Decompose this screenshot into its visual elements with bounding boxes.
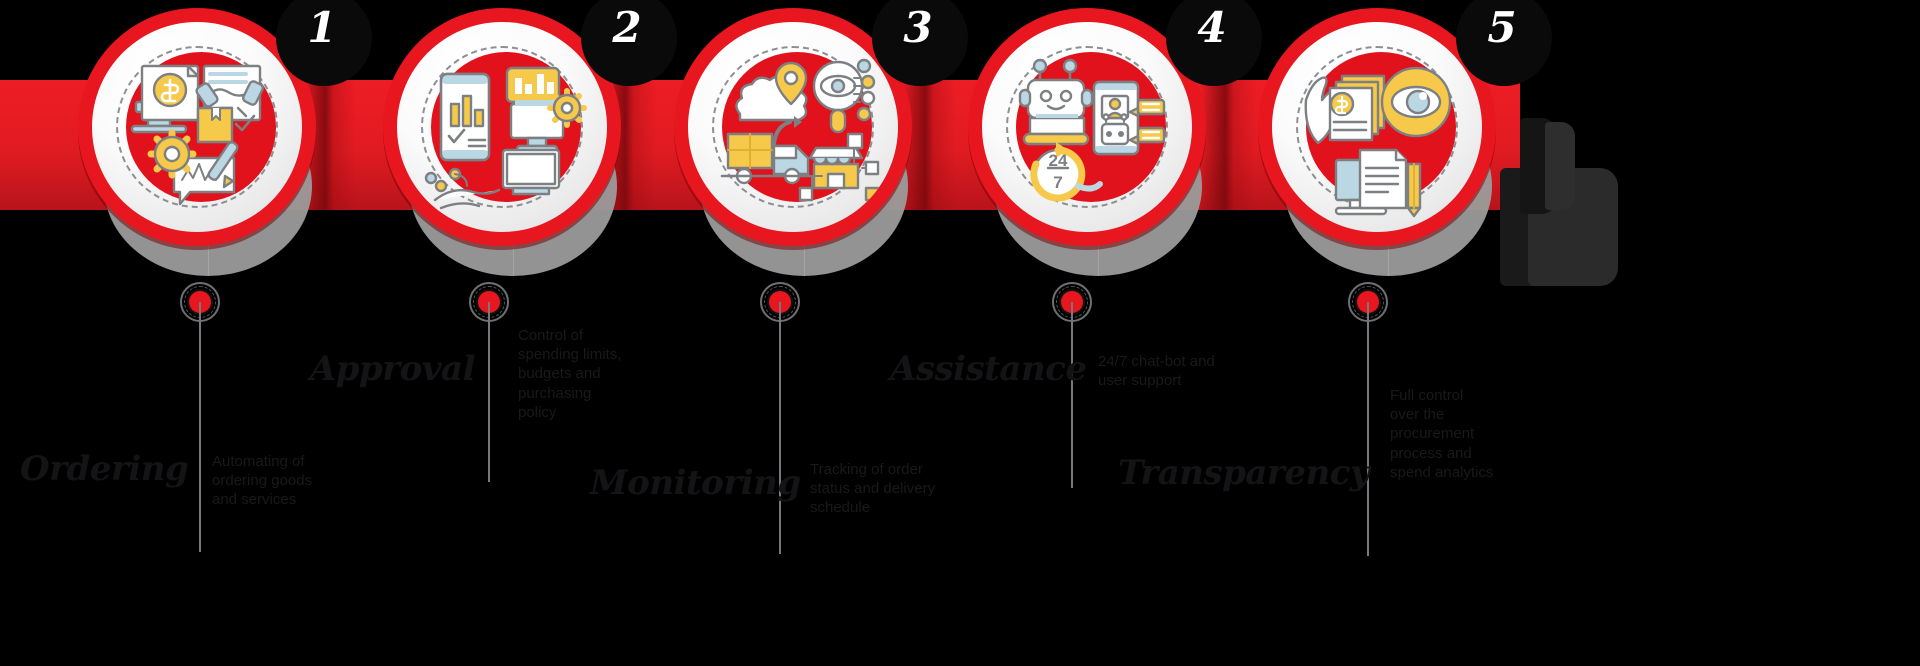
delivery-tracking-eye-icon xyxy=(720,58,880,202)
step-ring xyxy=(1258,8,1496,246)
step-body-4: 24/7 chat-bot and user support xyxy=(1098,353,1215,390)
step-node-3[interactable]: 3 xyxy=(674,0,968,300)
svg-text:7: 7 xyxy=(1053,173,1062,192)
step-node-5[interactable]: 5 xyxy=(1258,0,1552,300)
step-number-badge-5: 5 xyxy=(1456,0,1552,90)
badge-shadow-tab xyxy=(1218,56,1254,90)
step-ring xyxy=(383,8,621,246)
step-disc xyxy=(397,22,607,232)
step-disc xyxy=(688,22,898,232)
svg-text:24: 24 xyxy=(1049,151,1068,170)
step-title-4: Assistance xyxy=(890,349,1087,389)
step-node-4[interactable]: 24 7 4 xyxy=(968,0,1262,300)
step-number-badge-2: 2 xyxy=(581,0,677,90)
step-node-1[interactable]: 1 xyxy=(78,0,372,300)
badge-shadow-tab xyxy=(328,56,364,90)
step-body-5: Full control over the procurement proces… xyxy=(1390,387,1494,481)
step-body-3: Tracking of order status and delivery sc… xyxy=(810,461,936,517)
badge-shadow-tab xyxy=(633,56,669,90)
analytics-approval-dashboard-icon xyxy=(424,66,587,210)
step-body-2: Control of spending limits, budgets and … xyxy=(518,327,622,421)
connector-stem xyxy=(779,302,781,554)
badge-shadow-tab xyxy=(1508,56,1544,90)
dashed-orbit xyxy=(712,46,874,208)
step-title-2: Approval xyxy=(309,349,476,389)
connector-stem xyxy=(199,302,201,552)
connector-stem xyxy=(1367,302,1369,556)
step-number-badge-1: 1 xyxy=(276,0,372,90)
document-oversight-eye-icon xyxy=(1304,66,1452,218)
step-disc xyxy=(92,22,302,232)
step-body-1: Automating of ordering goods and service… xyxy=(212,453,313,509)
step-ring xyxy=(674,8,912,246)
connector-stem xyxy=(1071,302,1073,488)
chatbot-support-24-7-icon: 24 7 xyxy=(1018,58,1166,202)
step-title-5: Transparency xyxy=(1118,453,1370,493)
step-number: 3 xyxy=(903,3,933,52)
step-node-2[interactable]: 2 xyxy=(383,0,677,300)
ribbon-cap-card-b xyxy=(1545,122,1575,210)
badge-shadow-tab xyxy=(924,56,960,90)
step-number-badge-3: 3 xyxy=(872,0,968,90)
step-number-badge-4: 4 xyxy=(1166,0,1262,90)
dashed-orbit xyxy=(421,46,583,208)
dashed-orbit xyxy=(116,46,278,208)
step-title-3: Monitoring xyxy=(590,463,801,503)
step-number: 4 xyxy=(1197,3,1227,52)
step-title-1: Ordering xyxy=(20,449,189,489)
connector-stem xyxy=(488,302,490,482)
step-disc: 24 7 xyxy=(982,22,1192,232)
step-number: 5 xyxy=(1487,3,1517,52)
order-document-handshake-icon xyxy=(130,64,264,206)
step-ring: 24 7 xyxy=(968,8,1206,246)
dashed-orbit xyxy=(1006,46,1168,208)
step-disc xyxy=(1272,22,1482,232)
step-number: 1 xyxy=(307,3,337,52)
step-number: 2 xyxy=(612,3,642,52)
